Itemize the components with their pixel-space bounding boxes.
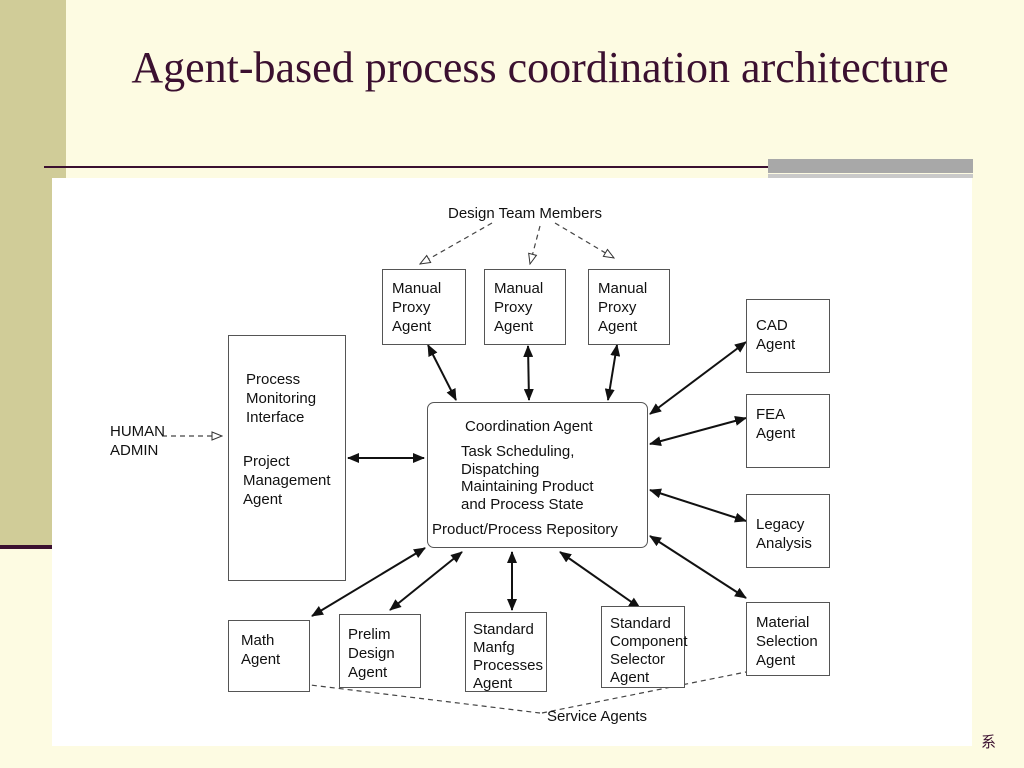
architecture-diagram: Design Team Members HUMAN ADMIN Service … xyxy=(52,178,972,746)
arrow-proxy3-coord xyxy=(604,344,621,401)
standard-manfg-label: Standard Manfg Processes Agent xyxy=(473,621,544,692)
coordination-agent-title: Coordination Agent xyxy=(465,418,593,435)
arrow-proxy1-coord xyxy=(427,344,457,401)
coordination-agent-repository: Product/Process Repository xyxy=(432,521,618,538)
arrow-coord-fea xyxy=(649,416,747,446)
dashed-line-team-proxy1 xyxy=(420,222,493,264)
material-selection-label: Material Selection Agent xyxy=(756,614,818,669)
material-selection-agent: Material Selection Agent xyxy=(746,602,830,676)
prelim-design-agent: Prelim Design Agent xyxy=(339,614,421,688)
fea-agent: FEA Agent xyxy=(746,394,830,468)
process-monitoring-box: Process Monitoring Interface Project Man… xyxy=(228,335,346,581)
math-agent: Math Agent xyxy=(228,620,310,692)
diagram-connectors xyxy=(162,222,777,714)
dashed-line-team-proxy3 xyxy=(554,222,614,258)
arrow-coord-prelim xyxy=(389,551,463,611)
arrow-coord-component xyxy=(559,551,641,609)
manual-proxy-agent-2: Manual Proxy Agent xyxy=(484,269,566,345)
manual-proxy-agent-3: Manual Proxy Agent xyxy=(588,269,670,345)
design-team-label: Design Team Members xyxy=(448,205,602,222)
dashed-line-service-material xyxy=(541,665,777,714)
legacy-analysis-agent: Legacy Analysis xyxy=(746,494,830,568)
arrow-coord-cad xyxy=(649,341,747,415)
title-accent-bar xyxy=(768,159,973,173)
math-agent-label: Math Agent xyxy=(241,632,281,668)
footer-text: 系 xyxy=(980,733,996,751)
project-management-label: Project Management Agent xyxy=(243,453,331,508)
standard-component-label: Standard Component Selector Agent xyxy=(610,615,688,686)
coordination-agent-box: Coordination Agent Task Scheduling, Disp… xyxy=(427,402,648,548)
standard-component-selector-agent: Standard Component Selector Agent xyxy=(601,606,688,688)
manual-proxy-2-label: Manual Proxy Agent xyxy=(494,280,544,335)
slide-title: Agent-based process coordination archite… xyxy=(131,43,949,92)
coordination-agent-tasks: Task Scheduling, Dispatching Maintaining… xyxy=(461,443,594,513)
cad-agent: CAD Agent xyxy=(746,299,830,373)
title-rule xyxy=(44,166,772,168)
fea-agent-label: FEA Agent xyxy=(756,406,796,442)
title-accent-bar-shadow xyxy=(768,174,973,178)
arrow-coord-material xyxy=(649,535,747,599)
process-monitoring-label: Process Monitoring Interface xyxy=(246,371,317,426)
left-accent-underline xyxy=(0,545,66,549)
cad-agent-label: CAD Agent xyxy=(756,317,796,353)
arrow-proxy2-coord xyxy=(523,345,534,401)
manual-proxy-1-label: Manual Proxy Agent xyxy=(392,280,442,335)
prelim-design-label: Prelim Design Agent xyxy=(348,626,395,681)
dashed-line-team-proxy2 xyxy=(530,225,541,264)
legacy-analysis-label: Legacy Analysis xyxy=(756,516,812,552)
human-admin-label: HUMAN ADMIN xyxy=(110,423,165,459)
manual-proxy-3-label: Manual Proxy Agent xyxy=(598,280,648,335)
service-agents-label: Service Agents xyxy=(547,708,648,725)
manual-proxy-agent-1: Manual Proxy Agent xyxy=(382,269,466,345)
standard-manfg-processes-agent: Standard Manfg Processes Agent xyxy=(465,612,547,692)
arrow-coord-legacy xyxy=(649,488,747,523)
